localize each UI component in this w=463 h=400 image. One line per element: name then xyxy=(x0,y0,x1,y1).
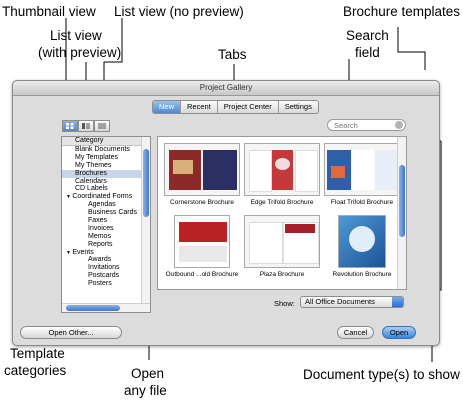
document-type-select[interactable]: All Office Documents xyxy=(300,296,404,308)
template-name: Edge Trifold Brochure xyxy=(250,199,314,206)
category-item[interactable]: Agendas xyxy=(88,201,116,209)
category-item[interactable]: Memos xyxy=(88,232,111,240)
category-item[interactable]: Brochures xyxy=(62,169,143,178)
category-item[interactable]: My Themes xyxy=(75,161,112,169)
template-name: Float Trifold Brochure xyxy=(330,199,394,206)
gallery-scrollbar[interactable] xyxy=(397,137,406,289)
template-name: Cornerstone Brochure xyxy=(170,199,234,206)
tab-project-center[interactable]: Project Center xyxy=(217,101,279,113)
category-hscrollbar[interactable] xyxy=(62,303,150,312)
template-name: Plaza Brochure xyxy=(259,271,305,278)
callout-list-view-no-preview: List view (no preview) xyxy=(114,4,244,19)
tab-new[interactable]: New xyxy=(153,101,182,113)
clear-search-icon[interactable] xyxy=(395,121,403,129)
category-item[interactable]: CD Labels xyxy=(75,185,108,193)
template-name: Outbound ...old Brochure xyxy=(165,271,239,278)
category-hscroll-thumb[interactable] xyxy=(66,305,120,311)
callout-template-categories-line1: Template xyxy=(10,346,65,361)
gallery-tabs: New Recent Project Center Settings xyxy=(152,100,319,114)
category-item[interactable]: Posters xyxy=(88,280,112,288)
document-type-value: All Office Documents xyxy=(305,297,375,306)
callout-list-view-line2: (with preview) xyxy=(38,45,122,60)
callout-open-any-file-line1: Open xyxy=(131,366,165,381)
open-button[interactable]: Open xyxy=(382,326,416,339)
disclosure-triangle-icon[interactable]: ▼ xyxy=(66,249,73,256)
list-view-button[interactable] xyxy=(94,120,110,132)
callout-list-view-line1: List view xyxy=(50,28,102,43)
select-arrows-icon xyxy=(392,297,403,307)
disclosure-triangle-icon[interactable]: ▼ xyxy=(66,194,73,201)
category-item[interactable]: Invitations xyxy=(88,264,120,272)
callout-search-field-line1: Search xyxy=(346,28,389,43)
template-name: Revolution Brochure xyxy=(332,271,392,278)
cornerstone-preview xyxy=(164,143,240,196)
category-item[interactable]: Business Cards xyxy=(88,209,138,217)
list-view-preview-button[interactable] xyxy=(78,120,94,132)
callout-search-field-line2: field xyxy=(355,45,380,60)
category-header: Category xyxy=(62,137,143,146)
category-scroll-thumb[interactable] xyxy=(143,149,149,217)
outbound-preview xyxy=(174,215,230,268)
category-label: Coordinated Forms xyxy=(72,193,133,201)
callout-thumbnail-view: Thumbnail view xyxy=(2,4,96,19)
category-item[interactable]: Blank Documents xyxy=(75,146,130,153)
category-item[interactable]: My Templates xyxy=(75,153,119,161)
category-item[interactable]: Awards xyxy=(88,256,112,264)
category-item[interactable]: ▼ Coordinated Forms xyxy=(62,193,143,201)
callout-document-types: Document type(s) to show xyxy=(303,367,460,382)
gallery-scroll-thumb[interactable] xyxy=(399,165,405,237)
open-other-button[interactable]: Open Other... xyxy=(20,326,122,339)
list-icon xyxy=(98,123,106,129)
category-item[interactable]: Invoices xyxy=(88,224,114,232)
category-item[interactable]: ▼ Events xyxy=(62,249,143,257)
callout-brochure-templates: Brochure templates xyxy=(343,4,461,19)
search-input[interactable] xyxy=(334,120,392,130)
category-item[interactable]: Reports xyxy=(88,240,113,248)
window-title: Project Gallery xyxy=(13,81,439,96)
edge-trifold-preview xyxy=(244,143,320,196)
callout-tabs: Tabs xyxy=(218,47,247,62)
cancel-button[interactable]: Cancel xyxy=(337,326,374,339)
show-label: Show: xyxy=(274,299,295,308)
list-preview-icon xyxy=(82,123,90,129)
tab-recent[interactable]: Recent xyxy=(181,101,218,113)
callout-open-any-file-line2: any file xyxy=(124,383,167,398)
category-item[interactable]: Postcards xyxy=(88,272,120,280)
category-item[interactable]: Calendars xyxy=(75,177,107,185)
category-item[interactable]: Faxes xyxy=(88,217,108,225)
category-label: Events xyxy=(72,248,94,256)
thumbnail-grid-icon xyxy=(66,123,74,129)
plaza-preview xyxy=(244,215,320,268)
category-scrollbar[interactable] xyxy=(141,137,150,305)
search-field[interactable] xyxy=(327,119,406,131)
float-trifold-preview xyxy=(324,143,400,196)
callout-template-categories-line2: categories xyxy=(4,363,67,378)
template-gallery: Cornerstone Brochure Edge Trifold Brochu… xyxy=(157,136,407,290)
view-mode-buttons xyxy=(62,120,110,132)
thumbnail-view-button[interactable] xyxy=(62,120,78,132)
tab-settings[interactable]: Settings xyxy=(278,101,318,113)
revolution-preview xyxy=(338,215,386,268)
